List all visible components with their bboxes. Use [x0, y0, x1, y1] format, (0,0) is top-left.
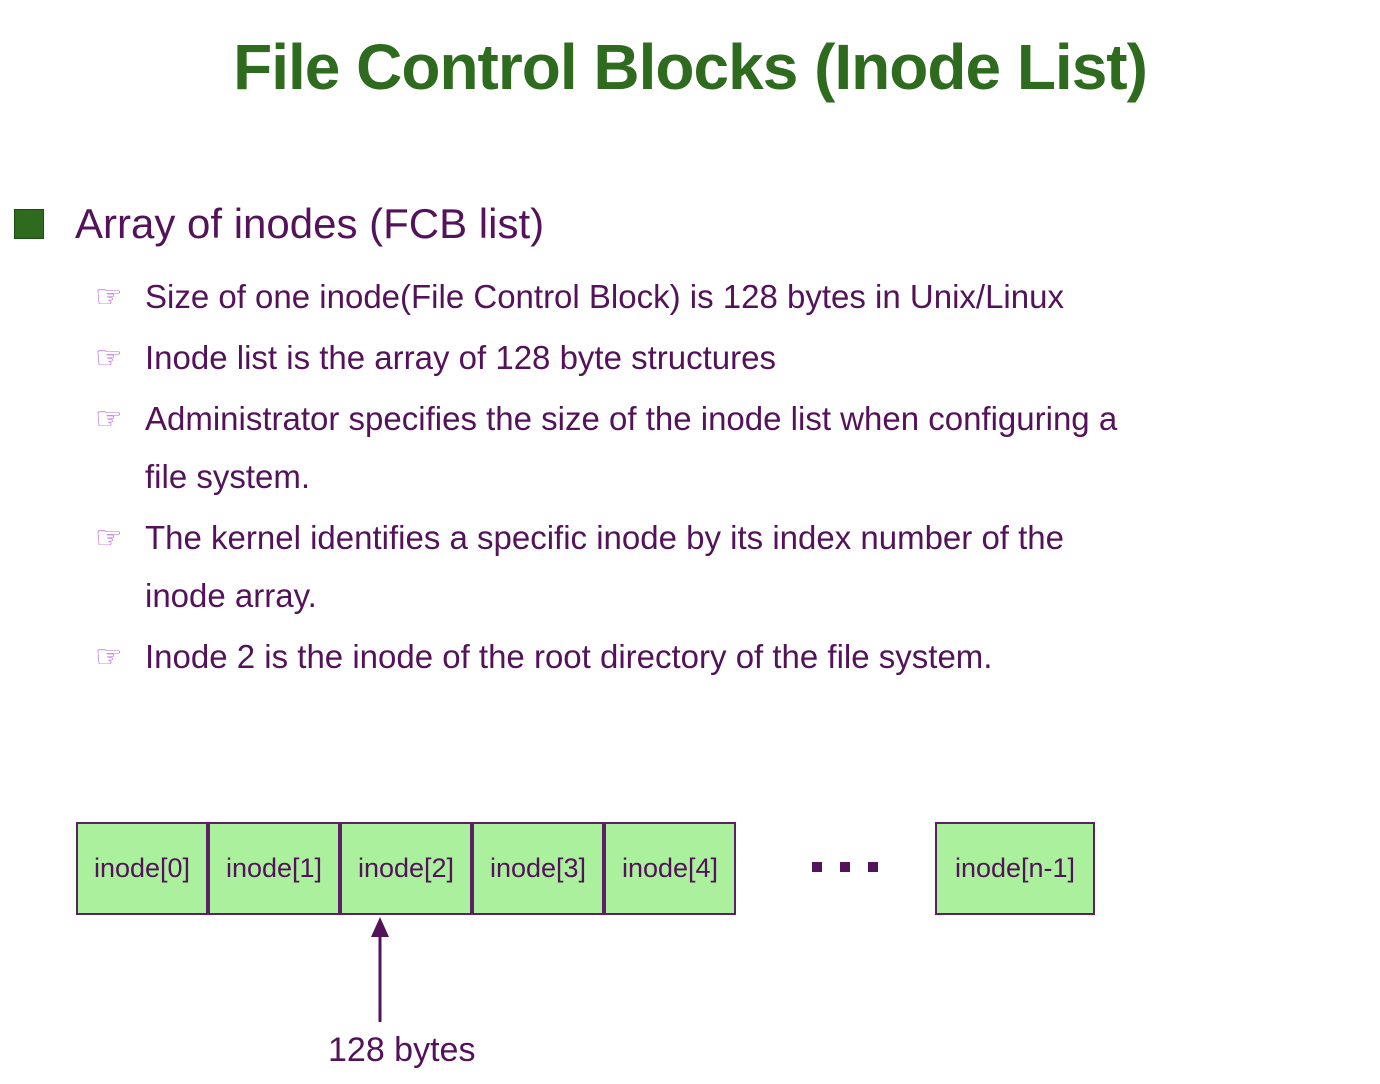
inode-cell: inode[0]	[76, 822, 208, 915]
list-item: ☞ Administrator specifies the size of th…	[0, 390, 1340, 506]
pointing-finger-icon: ☞	[95, 279, 123, 315]
slide-body: Array of inodes (FCB list) ☞ Size of one…	[0, 200, 1380, 686]
inode-cell-last: inode[n-1]	[935, 822, 1095, 915]
page-title: File Control Blocks (Inode List)	[233, 31, 1148, 103]
list-item: ☞ Inode list is the array of 128 byte st…	[0, 329, 1340, 387]
sub-bullet-text: Inode list is the array of 128 byte stru…	[145, 339, 776, 376]
pointing-finger-icon: ☞	[95, 401, 123, 437]
main-bullet-label: Array of inodes (FCB list)	[75, 200, 545, 247]
arrow-up-icon	[371, 917, 389, 1022]
dot-icon	[868, 862, 878, 872]
square-bullet-icon	[14, 209, 44, 239]
ellipsis-dots-icon	[812, 862, 878, 872]
inode-cell: inode[1]	[208, 822, 340, 915]
dot-icon	[812, 862, 822, 872]
sub-bullet-text: file system.	[145, 458, 311, 495]
pointing-finger-icon: ☞	[95, 520, 123, 556]
list-item: ☞ The kernel identifies a specific inode…	[0, 509, 1340, 625]
sub-bullet-text: inode array.	[145, 577, 317, 614]
dot-icon	[840, 862, 850, 872]
sub-bullet-list: ☞ Size of one inode(File Control Block) …	[0, 268, 1380, 686]
sub-bullet-text: Inode 2 is the inode of the root directo…	[145, 638, 993, 675]
sub-bullet-text: Size of one inode(File Control Block) is…	[145, 278, 1064, 315]
sub-bullet-text: Administrator specifies the size of the …	[145, 400, 1118, 437]
pointing-finger-icon: ☞	[95, 340, 123, 376]
inode-cell: inode[3]	[472, 822, 604, 915]
list-item: ☞ Size of one inode(File Control Block) …	[0, 268, 1340, 326]
pointing-finger-icon: ☞	[95, 639, 123, 675]
sub-bullet-text: The kernel identifies a specific inode b…	[145, 519, 1065, 556]
arrow-label: 128 bytes	[328, 1031, 476, 1069]
main-bullet: Array of inodes (FCB list)	[0, 200, 1380, 248]
inode-cell: inode[4]	[604, 822, 736, 915]
inode-cell: inode[2]	[340, 822, 472, 915]
list-item: ☞ Inode 2 is the inode of the root direc…	[0, 628, 1340, 686]
inode-cells-row: inode[0] inode[1] inode[2] inode[3] inod…	[76, 822, 736, 915]
